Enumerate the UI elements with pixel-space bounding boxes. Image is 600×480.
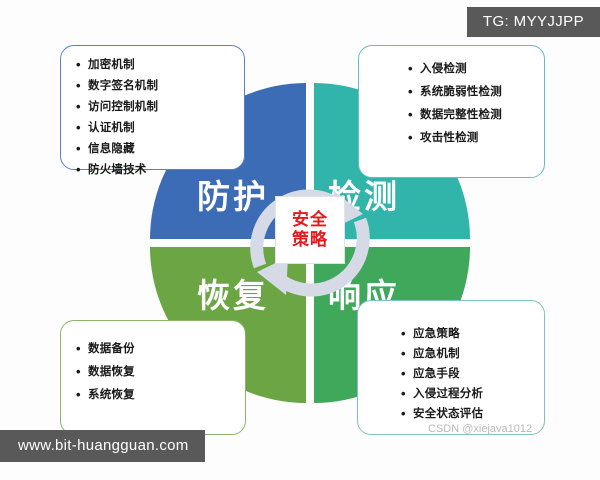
csdn-watermark: CSDN @xiejava1012 — [428, 423, 533, 435]
list-item: 数字签名机制 — [75, 79, 244, 93]
policy-line-2: 策略 — [292, 230, 328, 249]
detection-list: 入侵检测 系统脆弱性检测 数据完整性检测 攻击性检测 — [407, 62, 544, 145]
list-item: 系统恢复 — [75, 388, 245, 402]
list-item: 数据备份 — [75, 342, 245, 356]
list-item: 数据完整性检测 — [407, 108, 544, 122]
list-item: 信息隐藏 — [75, 142, 244, 156]
site-watermark: www.bit-huangguan.com — [0, 430, 205, 462]
list-item: 系统脆弱性检测 — [407, 85, 544, 99]
list-item: 入侵过程分析 — [400, 387, 544, 401]
quadrant-label-recovery: 恢复 — [197, 277, 269, 314]
security-policy-badge: 安全 策略 — [275, 196, 345, 264]
quadrant-label-protection: 防护 — [197, 178, 269, 215]
list-item: 访问控制机制 — [75, 100, 244, 114]
card-recovery: 数据备份 数据恢复 系统恢复 — [60, 320, 246, 435]
list-item: 应急手段 — [400, 367, 544, 381]
card-detection: 入侵检测 系统脆弱性检测 数据完整性检测 攻击性检测 — [358, 45, 545, 178]
list-item: 数据恢复 — [75, 365, 245, 379]
list-item: 应急策略 — [400, 327, 544, 341]
response-list: 应急策略 应急机制 应急手段 入侵过程分析 安全状态评估 — [400, 327, 544, 421]
card-response: 应急策略 应急机制 应急手段 入侵过程分析 安全状态评估 — [357, 300, 545, 435]
list-item: 加密机制 — [75, 58, 244, 72]
list-item: 攻击性检测 — [407, 131, 544, 145]
list-item: 安全状态评估 — [400, 407, 544, 421]
card-protection: 加密机制 数字签名机制 访问控制机制 认证机制 信息隐藏 防火墙技术 — [60, 45, 245, 177]
recovery-list: 数据备份 数据恢复 系统恢复 — [75, 342, 245, 402]
list-item: 防火墙技术 — [75, 163, 244, 177]
list-item: 入侵检测 — [407, 62, 544, 76]
protection-list: 加密机制 数字签名机制 访问控制机制 认证机制 信息隐藏 防火墙技术 — [75, 58, 244, 177]
list-item: 应急机制 — [400, 347, 544, 361]
telegram-watermark: TG: MYYJJPP — [466, 7, 600, 37]
list-item: 认证机制 — [75, 121, 244, 135]
policy-line-1: 安全 — [292, 210, 328, 230]
